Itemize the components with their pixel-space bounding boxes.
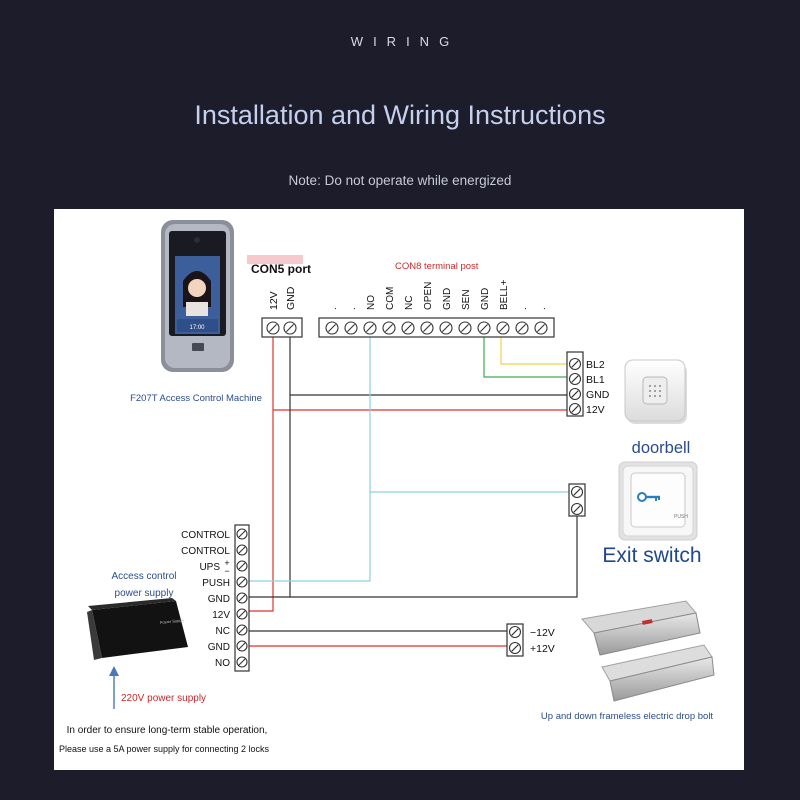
section-kicker: WIRING — [350, 34, 460, 49]
terminal-screw — [496, 321, 510, 335]
lock-pin-label: −12V — [530, 627, 555, 639]
terminal-screw — [382, 321, 396, 335]
exit-switch-unit: PUSH — [618, 461, 698, 541]
con8-pin-label: NO — [366, 295, 377, 310]
ups-plus-sign: + — [224, 558, 229, 568]
con5-label: CON5 port — [251, 262, 311, 276]
terminal-screw — [534, 321, 548, 335]
terminal-screw — [236, 656, 248, 668]
psu-pin-label: CONTROL — [181, 530, 230, 541]
nfc-icon — [192, 343, 204, 351]
device-caption: F207T Access Control Machine — [130, 393, 262, 404]
terminal-screw — [363, 321, 377, 335]
terminal-screw — [420, 321, 434, 335]
terminal-screw — [477, 321, 491, 335]
con8-pin-label: SEN — [461, 289, 472, 310]
terminal-screw — [439, 321, 453, 335]
footer-line2: Please use a 5A power supply for connect… — [59, 744, 270, 754]
lock-caption: Up and down frameless electric drop bolt — [541, 711, 714, 722]
exit-switch-caption: Exit switch — [602, 544, 701, 567]
psu-pin-label: CONTROL — [181, 546, 230, 557]
device-screen-time: 17:00 — [189, 325, 205, 331]
key-icon — [637, 492, 660, 502]
terminal-screw — [236, 592, 248, 604]
wire-exit-black — [290, 510, 578, 598]
power-supply-box: Power Supply — [87, 598, 188, 660]
terminal-screw — [236, 608, 248, 620]
con8-pin-label: COM — [385, 287, 396, 310]
psu-caption-line2: power supply — [115, 588, 174, 599]
ups-minus-sign: − — [224, 566, 229, 576]
terminal-screw — [236, 576, 248, 588]
terminal-screw — [458, 321, 472, 335]
wire-gnd-black — [249, 335, 291, 598]
drop-bolt-lock — [581, 600, 715, 702]
wiring-diagram-panel: 17:00 F207T Access Control Machine CON5 … — [54, 209, 744, 770]
con8-pin-label: . — [347, 307, 358, 310]
con8-terminal-block — [318, 317, 555, 338]
terminal-screw — [236, 544, 248, 556]
safety-note: Note: Do not operate while energized — [288, 173, 512, 188]
con8-pin-label: NC — [404, 296, 415, 310]
terminal-screw — [283, 321, 297, 335]
access-control-device: 17:00 — [161, 220, 234, 372]
lock-pin-label: +12V — [530, 643, 555, 655]
psu-pin-label: UPS — [199, 562, 220, 573]
terminal-screw — [508, 625, 522, 639]
con8-pin-label: . — [537, 307, 548, 310]
wires — [249, 335, 578, 647]
terminal-screw — [568, 402, 582, 416]
doorbell-pin-label: BL2 — [586, 359, 605, 371]
terminal-screw — [570, 502, 584, 516]
arrow-up-icon — [109, 666, 119, 709]
con8-label: CON8 terminal post — [395, 261, 479, 272]
con8-pin-label: BELL+ — [499, 280, 510, 310]
terminal-screw — [568, 372, 582, 386]
doorbell-pin-label: BL1 — [586, 374, 605, 386]
page-title: Installation and Wiring Instructions — [194, 100, 606, 130]
terminal-screw — [508, 641, 522, 655]
con8-pin-label: . — [328, 307, 339, 310]
doorbell-caption: doorbell — [632, 439, 691, 457]
terminal-screw — [568, 357, 582, 371]
psu-pin-label: PUSH — [202, 578, 230, 589]
doorbell-pin-label: 12V — [586, 404, 605, 416]
psu-pin-label: NO — [215, 658, 230, 669]
terminal-screw — [236, 528, 248, 540]
psu-box-label: Power Supply — [160, 617, 185, 625]
con8-pin-label: GND — [442, 288, 453, 310]
terminal-screw — [325, 321, 339, 335]
exit-button-text: PUSH — [674, 514, 688, 520]
wire-bell-green — [483, 335, 569, 378]
terminal-screw — [401, 321, 415, 335]
terminal-screw — [570, 485, 584, 499]
con5-pin-label: 12V — [268, 291, 280, 310]
terminal-screw — [236, 624, 248, 636]
terminal-screw — [236, 560, 248, 572]
con8-pin-label: . — [518, 307, 529, 310]
doorbell-pin-label: GND — [586, 389, 610, 401]
con5-highlight — [247, 255, 303, 264]
doorbell-unit — [624, 359, 687, 424]
con8-pin-label: GND — [480, 288, 491, 310]
psu-pin-label: GND — [208, 642, 230, 653]
wire-bell-yellow — [500, 335, 569, 365]
con5-pin-label: GND — [285, 286, 297, 310]
terminal-screw — [568, 387, 582, 401]
psu-pin-label: 12V — [212, 610, 230, 621]
terminal-screw — [344, 321, 358, 335]
terminal-screw — [266, 321, 280, 335]
psu-pin-label: GND — [208, 594, 230, 605]
wire-12v-red — [249, 335, 274, 612]
terminal-screw — [236, 640, 248, 652]
psu-pin-label: NC — [216, 626, 230, 637]
power-input-label: 220V power supply — [121, 693, 206, 704]
footer-line1: In order to ensure long-term stable oper… — [67, 725, 268, 736]
psu-caption-line1: Access control — [111, 571, 176, 582]
wire-push-blue — [249, 335, 371, 582]
terminal-screw — [515, 321, 529, 335]
con8-pin-label: OPEN — [423, 282, 434, 310]
